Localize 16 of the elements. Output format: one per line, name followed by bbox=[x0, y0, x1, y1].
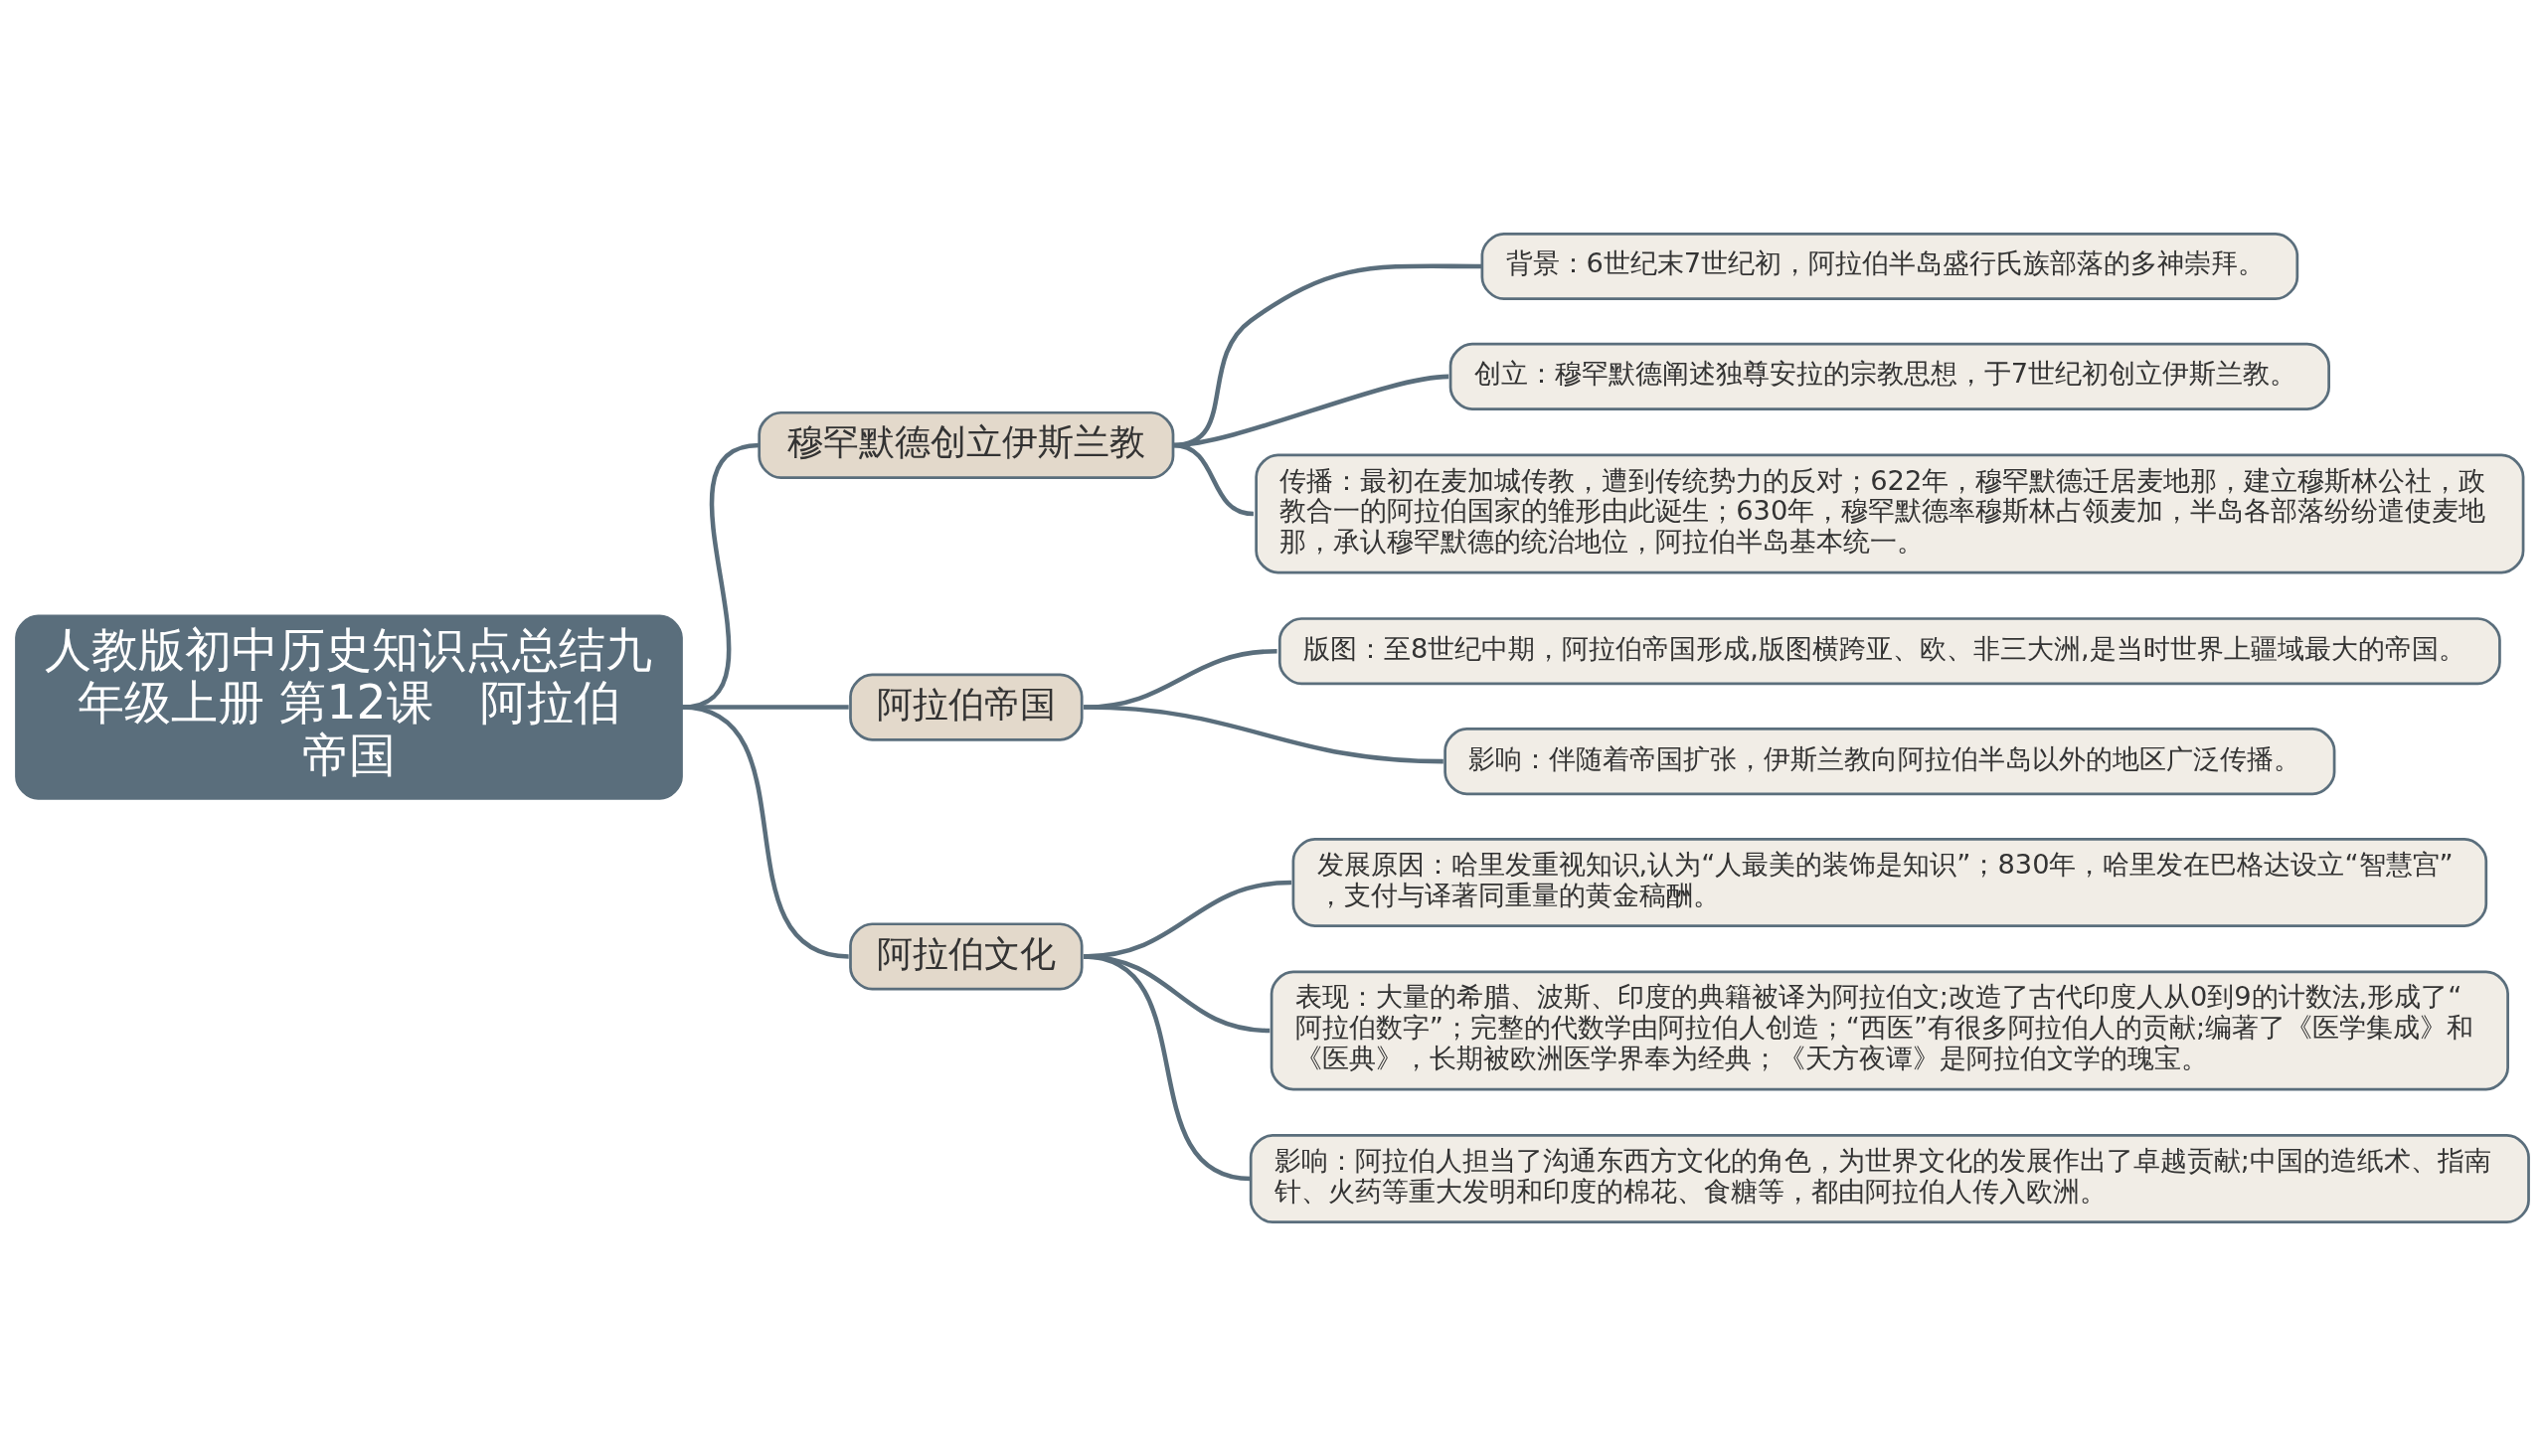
node-box: 发展原因：哈里发重视知识,认为“人最美的装饰是知识”；830年，哈里发在巴格达设立“智慧宫”，支付与译著同重量的黄金稿酬。 bbox=[1291, 837, 2488, 927]
node-box: 穆罕默德创立伊斯兰教 bbox=[758, 410, 1175, 480]
node-box: 影响：伴随着帝国扩张，伊斯兰教向阿拉伯半岛以外的地区广泛传播。 bbox=[1443, 728, 2336, 796]
node-box: 人教版初中历史知识点总结九年级上册 第12课 阿拉伯帝国 bbox=[15, 614, 683, 800]
node-box: 传播：最初在麦加城传教，遭到传统势力的反对；622年，穆罕默德迁居麦地那，建立穆斯林公社，政教合一的阿拉伯国家的雏形由此诞生；630年，穆罕默德率穆斯林占领麦加，半岛各部落纷纷遣使麦地那，承认穆罕默德的统治地位，阿拉伯半岛基本统一。 bbox=[1255, 453, 2525, 574]
node-box: 阿拉伯文化 bbox=[849, 922, 1084, 991]
node-box: 版图：至8世纪中期，阿拉伯帝国形成,版图横跨亚、欧、非三大洲,是当时世界上疆域最大的帝国。 bbox=[1277, 617, 2501, 686]
connector bbox=[1083, 705, 1443, 764]
node-box: 创立：穆罕默德阐述独尊安拉的宗教思想，于7世纪初创立伊斯兰教。 bbox=[1448, 342, 2330, 410]
node-box: 表现：大量的希腊、波斯、印度的典籍被译为阿拉伯文;改造了古代印度人从0到9的计数法,形成了“阿拉伯数字”；完整的代数学由阿拉伯人创造；“西医”有很多阿拉伯人的贡献;编著了《医学集成》和《医典》，长期被欧洲医学界奉为经典；《天方夜谭》是阿拉伯文学的瑰宝。 bbox=[1270, 970, 2509, 1091]
node-box: 影响：阿拉伯人担当了沟通东西方文化的角色，为世界文化的发展作出了卓越贡献;中国的造纸术、指南针、火药等重大发明和印度的棉花、食糖等，都由阿拉伯人传入欧洲。 bbox=[1249, 1134, 2530, 1224]
node-box: 背景：6世纪末7世纪初，阿拉伯半岛盛行氏族部落的多神崇拜。 bbox=[1480, 232, 2299, 301]
node-box: 阿拉伯帝国 bbox=[849, 673, 1084, 741]
connector bbox=[1083, 954, 1252, 1182]
connector bbox=[681, 705, 850, 959]
connector bbox=[1172, 442, 1255, 517]
